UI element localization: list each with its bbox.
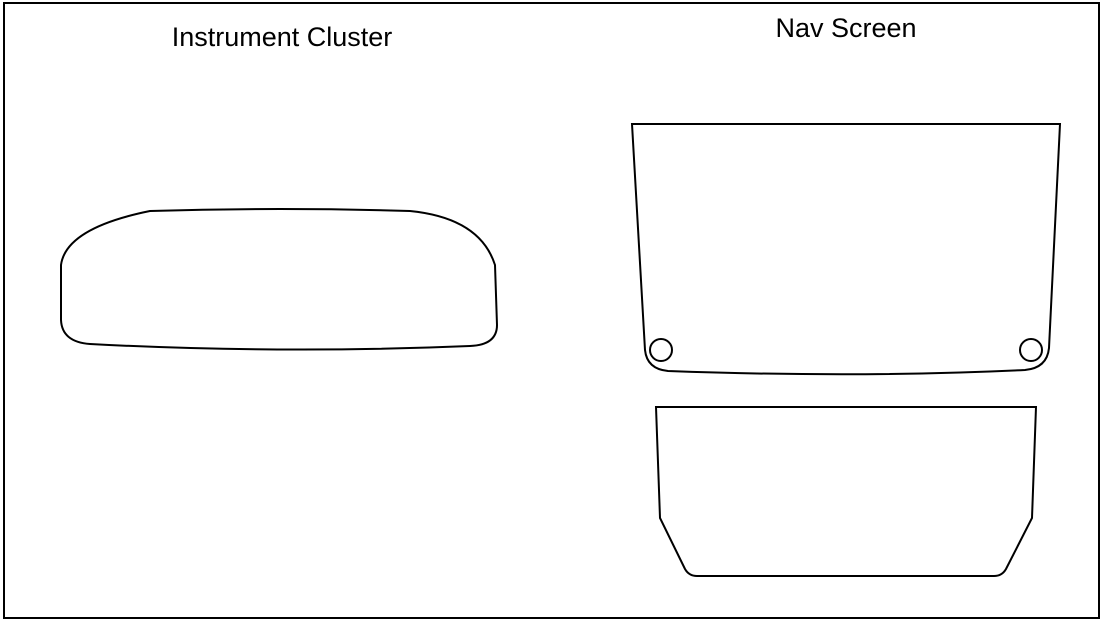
nav-screen-upper-outline — [630, 123, 1062, 376]
nav-screen-lower-outline — [654, 406, 1038, 577]
outer-border — [3, 2, 1100, 619]
instrument-cluster-title: Instrument Cluster — [171, 22, 393, 52]
mount-hole-left — [649, 338, 673, 362]
mount-hole-right — [1019, 338, 1043, 362]
instrument-cluster-outline — [60, 208, 499, 351]
nav-screen-title: Nav Screen — [775, 13, 917, 43]
